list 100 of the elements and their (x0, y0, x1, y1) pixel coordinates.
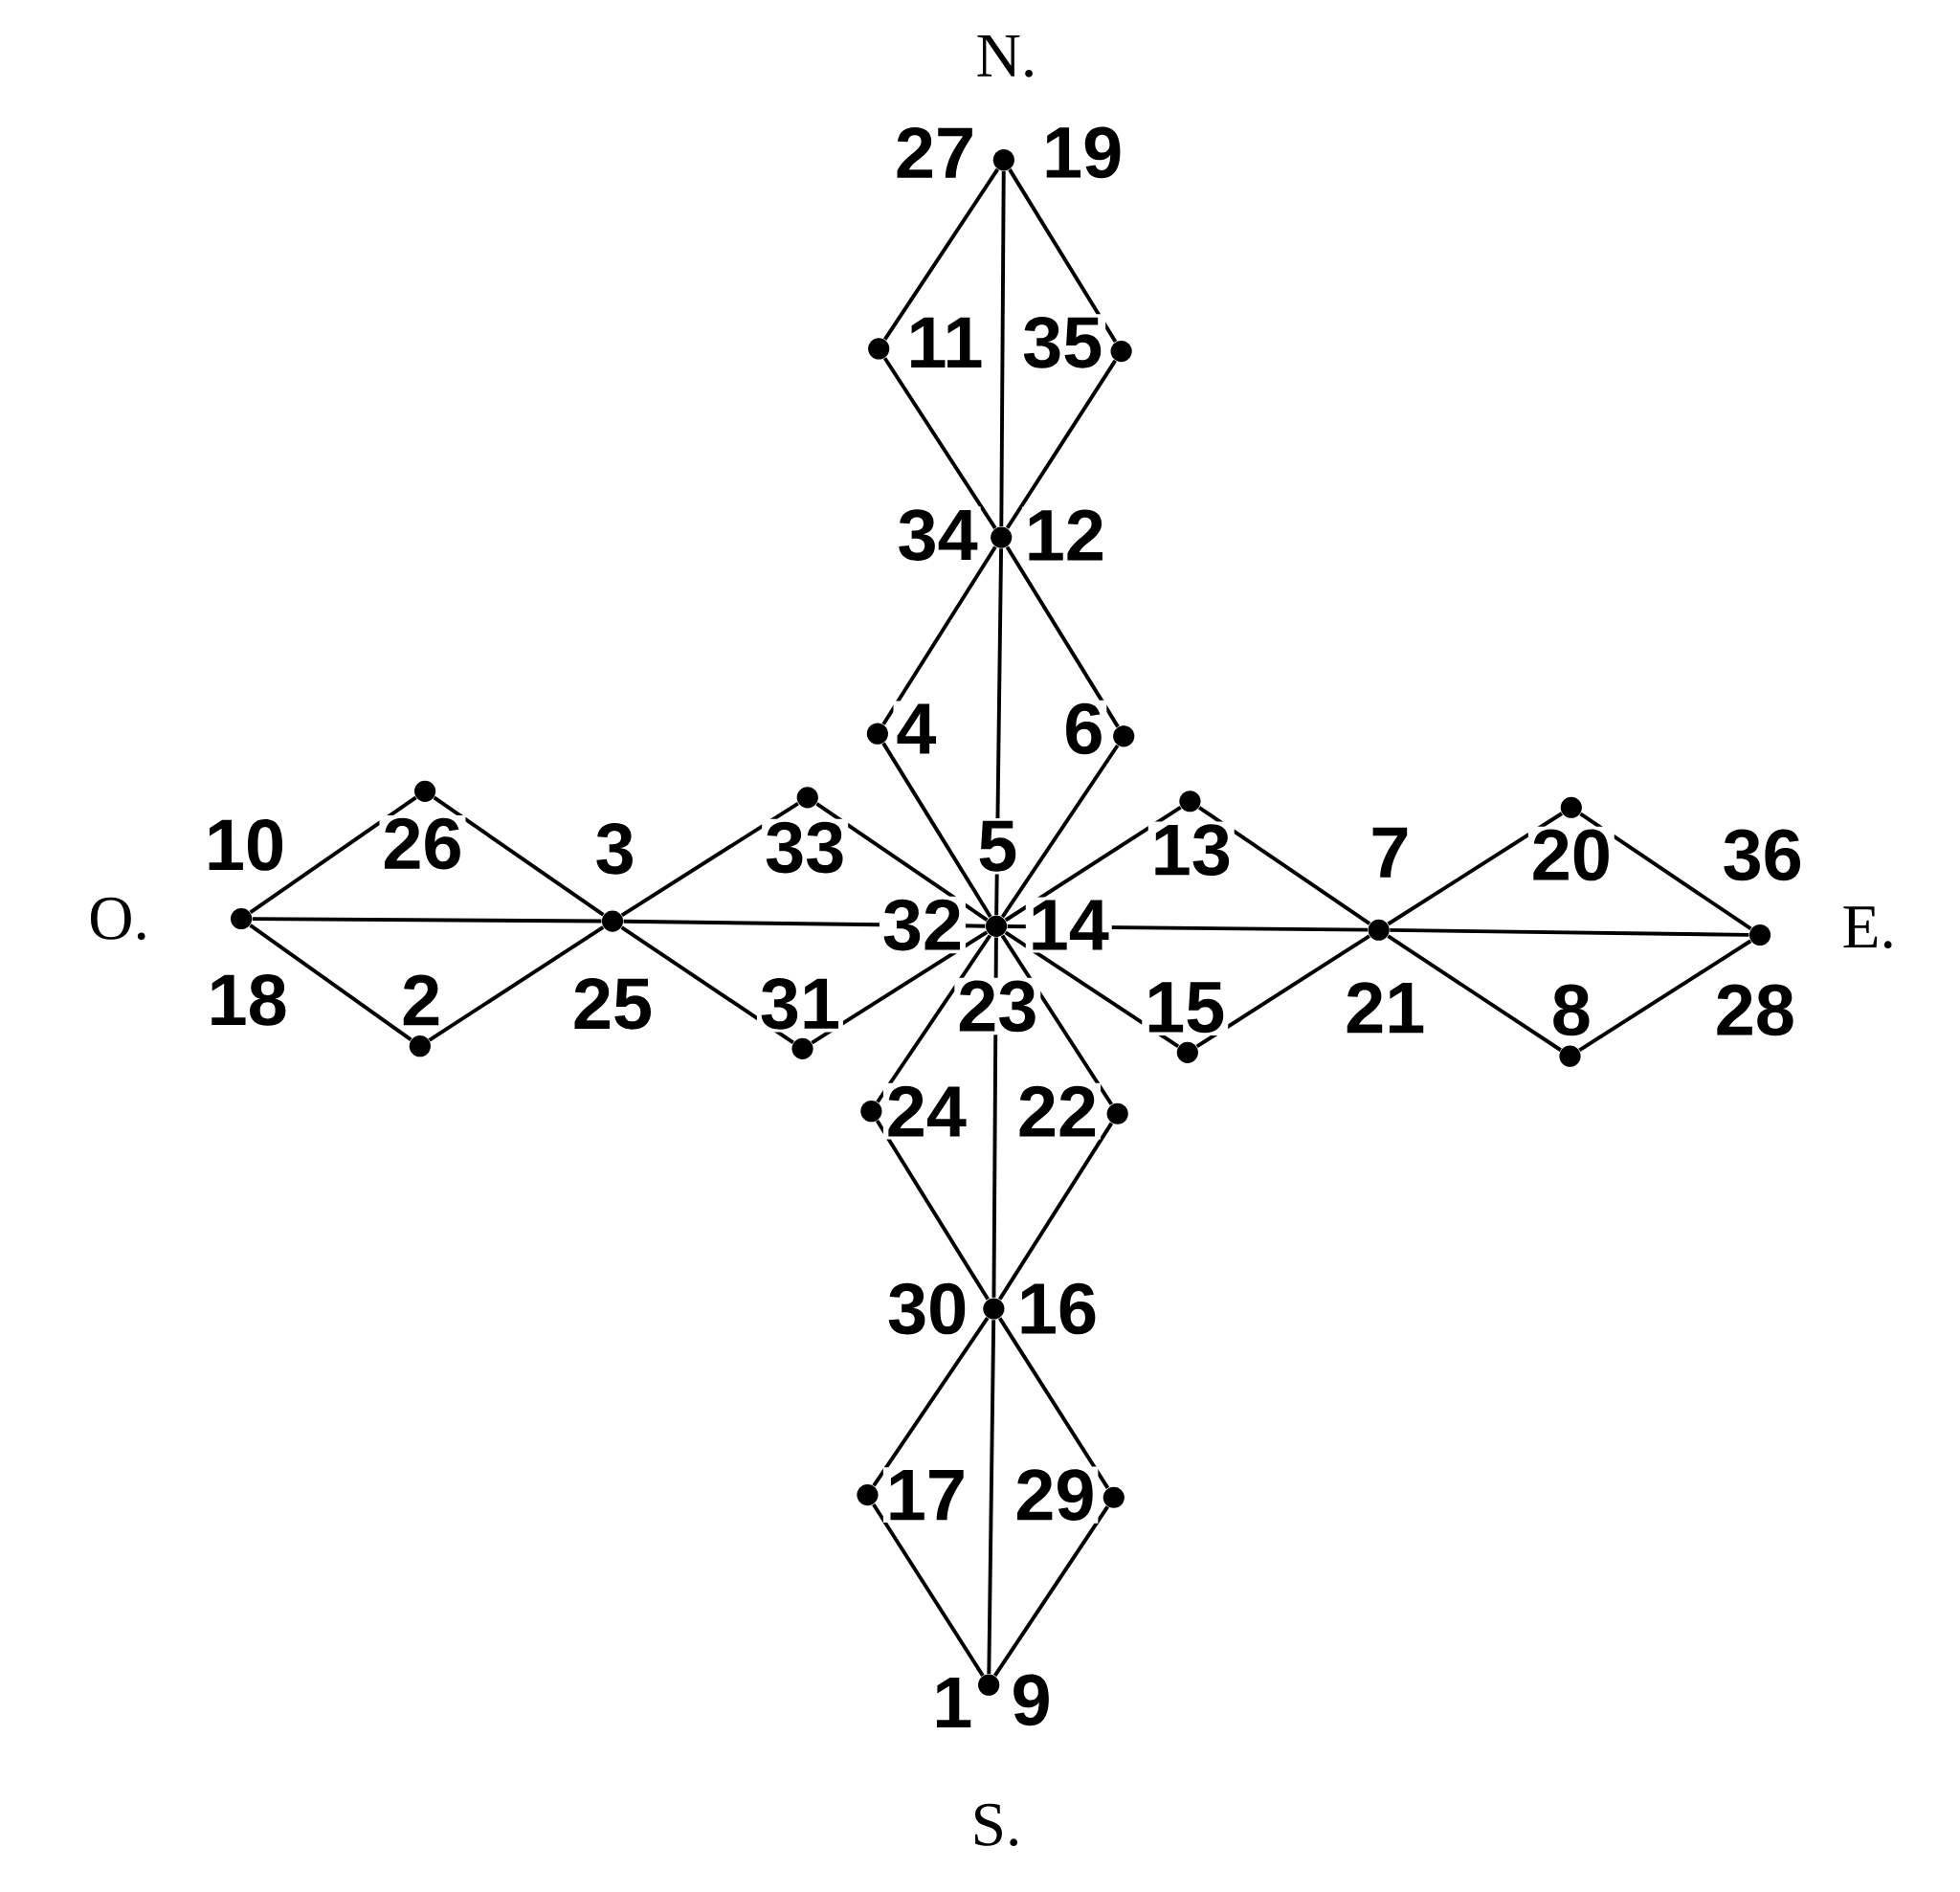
number-label: 22 (1014, 1082, 1101, 1140)
number-label: 36 (1719, 826, 1806, 883)
dot (791, 1037, 813, 1059)
line (997, 1317, 1110, 1489)
dot (1179, 790, 1201, 812)
number-label: 10 (202, 816, 288, 874)
dot (601, 910, 624, 932)
number-label: 5 (974, 817, 1021, 875)
number-label: 13 (1147, 821, 1235, 879)
line (1579, 812, 1752, 930)
number-label: 14 (1025, 897, 1112, 953)
number-label: 34 (894, 506, 981, 564)
number-label: 15 (1142, 979, 1229, 1035)
dot (857, 1483, 879, 1505)
number-label: 26 (379, 814, 466, 873)
line (620, 801, 799, 917)
number-label: 11 (903, 314, 987, 370)
number-label: 18 (204, 971, 291, 1029)
line (1578, 939, 1752, 1052)
line (875, 1119, 990, 1301)
line (1008, 167, 1118, 343)
number-label: 16 (1014, 1280, 1101, 1337)
line (1195, 934, 1370, 1048)
number-label: 17 (882, 1467, 969, 1523)
dot (1368, 919, 1390, 941)
line (872, 1502, 985, 1677)
dot (983, 1298, 1005, 1320)
line (881, 742, 992, 918)
line (811, 930, 989, 1044)
line (428, 925, 605, 1042)
dot (985, 915, 1008, 937)
line (999, 170, 1006, 526)
number-label: 2 (398, 971, 445, 1028)
dot (1102, 1486, 1125, 1508)
dot (866, 723, 888, 745)
line (876, 934, 992, 1103)
line (883, 167, 999, 341)
number-label: 1 (929, 1674, 976, 1730)
dot (231, 907, 253, 929)
number-label: 28 (1711, 981, 1798, 1038)
line (249, 923, 412, 1041)
dot (1560, 796, 1582, 818)
dot (796, 787, 818, 809)
line (249, 795, 417, 914)
line (815, 802, 989, 922)
line (1000, 744, 1120, 918)
line (1387, 934, 1562, 1052)
number-label: 32 (879, 896, 966, 953)
line (252, 916, 602, 924)
compass-letter: S. (975, 1803, 1018, 1846)
dot (1559, 1045, 1581, 1067)
line (1387, 812, 1564, 925)
line (993, 1505, 1109, 1677)
number-label: 27 (892, 123, 978, 181)
compass-letter: N. (977, 34, 1033, 78)
dot (1110, 340, 1132, 362)
dot (1106, 1102, 1128, 1124)
line (1005, 359, 1117, 529)
number-label: 31 (756, 974, 843, 1033)
dot (978, 1674, 1000, 1696)
number-label: 9 (1008, 1671, 1055, 1728)
number-label: 4 (893, 701, 940, 757)
number-label: 35 (1019, 313, 1106, 371)
line (1004, 805, 1182, 922)
line (620, 925, 794, 1044)
number-label: 33 (762, 818, 849, 877)
number-label: 6 (1060, 700, 1107, 757)
number-label: 12 (1021, 506, 1108, 564)
dot (868, 338, 890, 360)
dot (991, 526, 1013, 548)
line (881, 545, 997, 725)
line (1005, 545, 1120, 728)
dot (1113, 724, 1135, 747)
number-label: 25 (569, 974, 656, 1033)
number-label: 29 (1012, 1466, 1099, 1524)
number-label: 24 (882, 1082, 969, 1140)
line (1000, 934, 1113, 1105)
number-label: 21 (1342, 979, 1429, 1035)
compass-letter: E. (1843, 906, 1892, 948)
dot (414, 780, 436, 802)
line (997, 1122, 1114, 1301)
line (987, 1319, 996, 1674)
dot (409, 1035, 431, 1057)
number-label: 7 (1367, 824, 1414, 880)
number-label: 23 (954, 977, 1041, 1035)
dot (860, 1100, 882, 1123)
dot (1176, 1041, 1198, 1063)
line (433, 795, 605, 917)
number-label: 20 (1527, 826, 1615, 883)
line (882, 356, 997, 529)
number-label: 8 (1548, 981, 1594, 1038)
number-label: 19 (1039, 123, 1126, 181)
number-label: 3 (591, 819, 638, 878)
dot (992, 148, 1014, 171)
line (1390, 927, 1749, 937)
dot (1748, 924, 1771, 946)
line (1197, 805, 1371, 925)
number-label: 30 (884, 1280, 971, 1337)
line (872, 1316, 990, 1487)
compass-letter: O. (90, 897, 145, 940)
